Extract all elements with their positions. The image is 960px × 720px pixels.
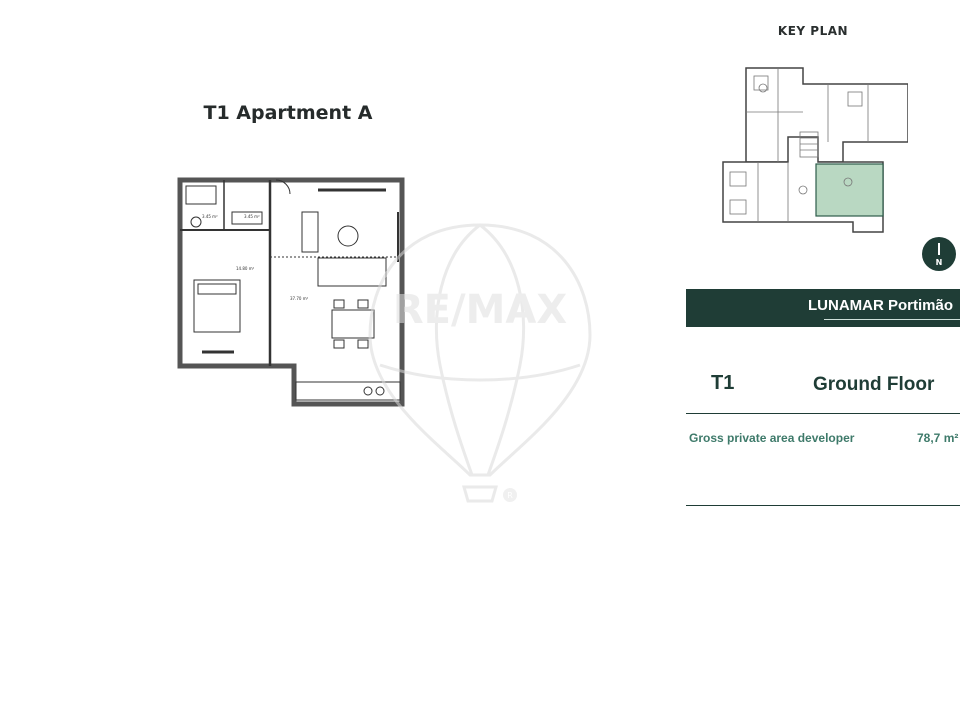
project-banner: LUNAMAR Portimão (686, 289, 960, 327)
divider (686, 413, 960, 414)
remax-balloon-watermark: RE/MAX R (368, 223, 592, 503)
floor-label: Ground Floor (813, 374, 935, 395)
highlighted-unit (815, 163, 884, 217)
typology-label: T1 (711, 372, 735, 394)
plan-title: T1 Apartment A (203, 102, 373, 124)
room-area-label: 37.70 m² (290, 296, 309, 301)
project-name: LUNAMAR Portimão (808, 297, 953, 314)
registered-mark: R (507, 491, 513, 500)
divider (686, 505, 960, 506)
key-plan-title: KEY PLAN (777, 24, 849, 38)
area-label: Gross private area developer (689, 431, 855, 445)
room-area-label: 14.80 m² (236, 266, 255, 271)
area-value: 78,7 m² (917, 431, 959, 445)
north-compass-icon: N (922, 237, 956, 271)
room-area-label: 3.45 m² (244, 214, 260, 219)
north-label: N (935, 258, 943, 267)
room-area-label: 3.45 m² (202, 214, 218, 219)
key-plan-drawing (722, 67, 908, 233)
floor-plan-drawing: 3.45 m² 3.45 m² 14.80 m² 37.70 m² (177, 177, 405, 407)
watermark-brand: RE/MAX (393, 287, 567, 333)
